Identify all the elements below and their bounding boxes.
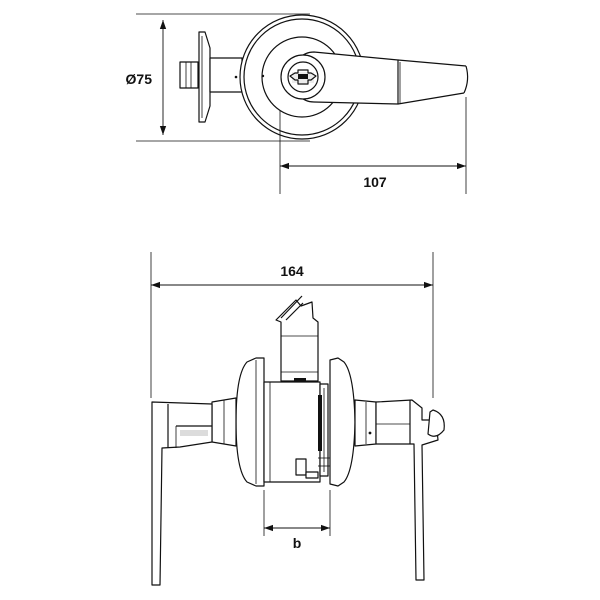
mounting-plate-top: [198, 31, 243, 123]
key-cylinder-top: [280, 54, 326, 100]
latch-bolt-top: [179, 61, 199, 89]
front-view: 164: [150, 252, 445, 586]
door-thickness-dimension: b: [263, 490, 331, 551]
overall-width-dimension: 164: [150, 252, 434, 398]
left-lever-handle: [151, 401, 213, 586]
lock-chassis: [263, 381, 330, 483]
right-rosette: [329, 357, 377, 487]
overall-width-label: 164: [280, 263, 304, 279]
projection-dimension: 107: [279, 97, 467, 194]
door-thickness-label: b: [293, 535, 302, 551]
diameter-dimension: Ø75: [126, 13, 310, 142]
left-rosette: [211, 357, 265, 487]
cylinder-housing: [275, 295, 319, 383]
projection-label: 107: [363, 174, 387, 190]
top-view: Ø75: [126, 13, 469, 194]
diameter-label: Ø75: [126, 71, 153, 87]
right-lever-handle: [368, 399, 445, 581]
